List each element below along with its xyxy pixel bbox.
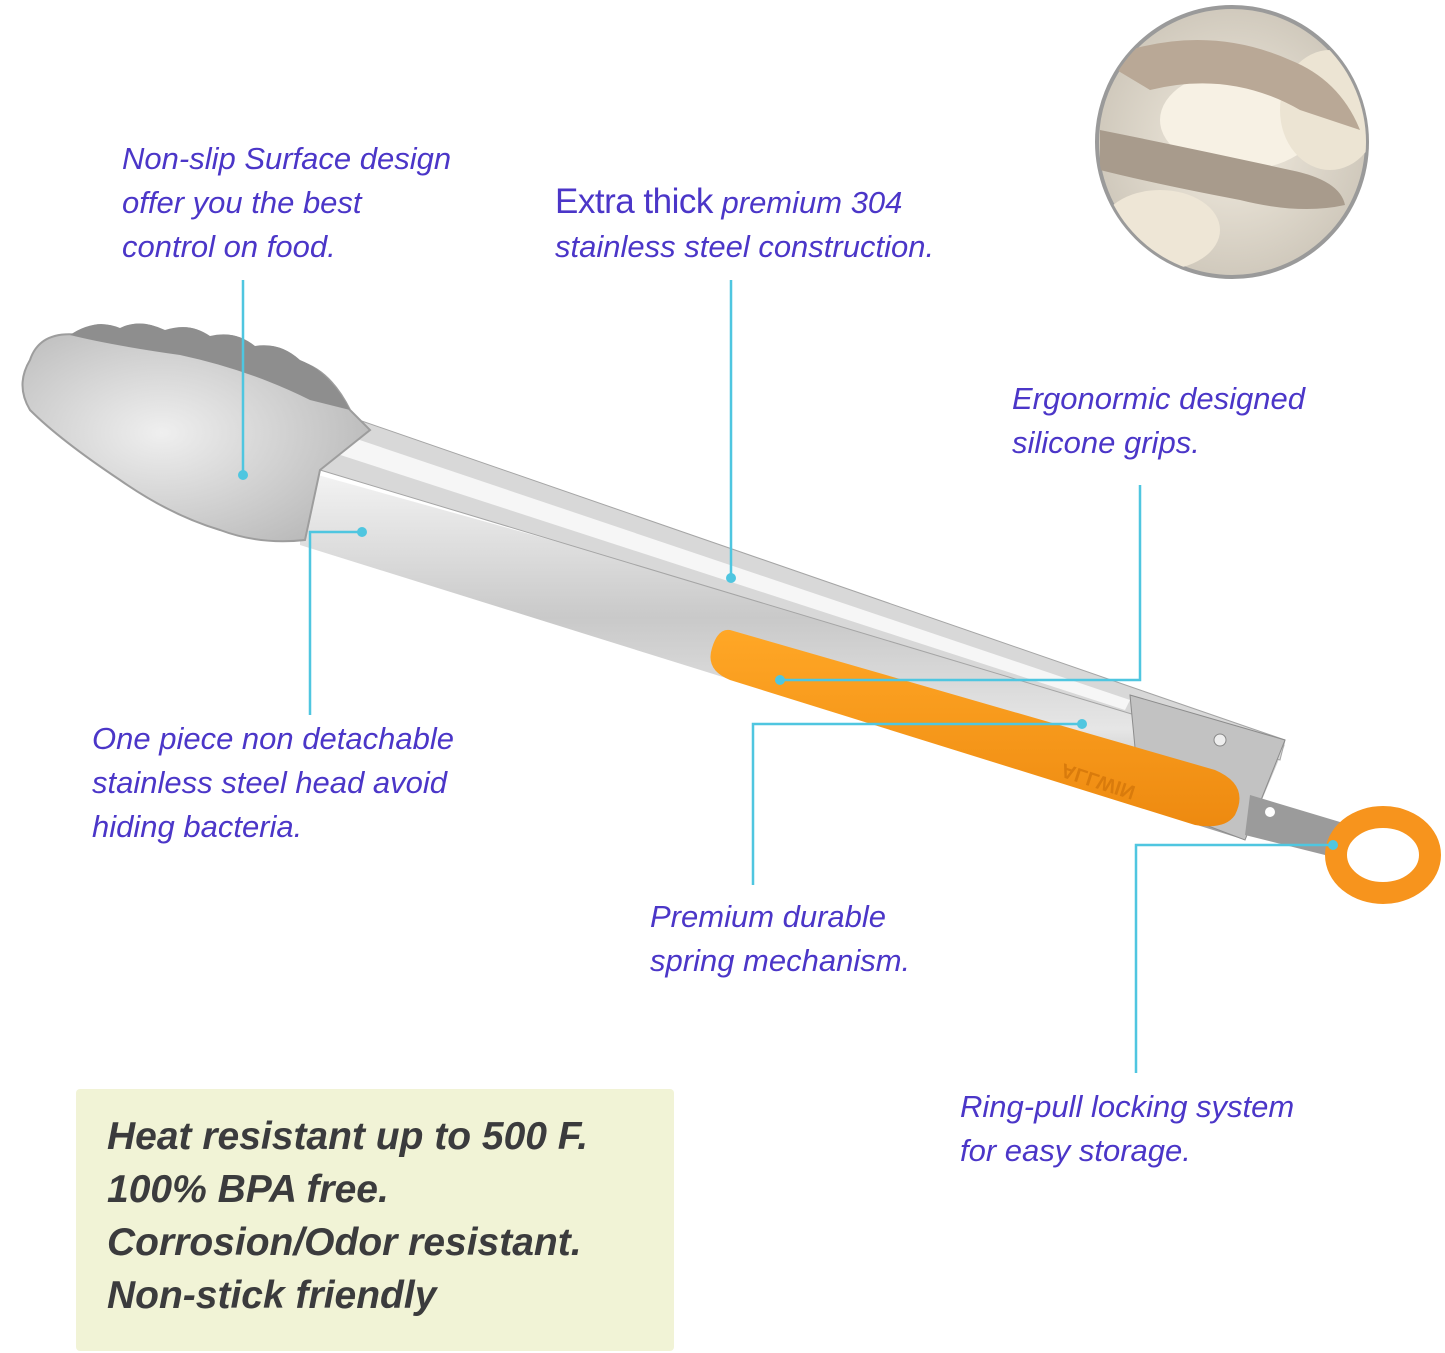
feature-line: Heat resistant up to 500 F.: [107, 1115, 589, 1158]
callout-ring-pull: Ring-pull locking system for easy storag…: [960, 1085, 1294, 1173]
leader-dot: [1077, 719, 1087, 729]
ring-pull: [1325, 806, 1441, 904]
callout-ergonomic: Ergonormic designed silicone grips.: [1012, 377, 1305, 465]
callout-line: One piece non detachable: [92, 721, 454, 756]
callout-line: hiding bacteria.: [92, 809, 303, 844]
feature-line: 100% BPA free.: [107, 1168, 389, 1211]
feature-line: Corrosion/Odor resistant.: [107, 1221, 582, 1264]
callout-line: Ergonormic designed: [1012, 381, 1305, 416]
leader-ergonomic: [780, 485, 1142, 682]
features-box: Heat resistant up to 500 F. 100% BPA fre…: [76, 1089, 674, 1351]
callout-spring: Premium durable spring mechanism.: [650, 895, 910, 983]
callout-line: stainless steel construction.: [555, 229, 935, 264]
callout-line: stainless steel head avoid: [92, 765, 448, 800]
callout-one-piece: One piece non detachable stainless steel…: [92, 717, 454, 849]
callout-extra-thick: Extra thick premium 304 stainless steel …: [555, 180, 934, 269]
callout-line: Non-slip Surface design: [122, 141, 452, 176]
leader-dot: [726, 573, 736, 583]
leader-dot: [775, 675, 785, 685]
callout-line: Premium durable: [650, 899, 887, 934]
leader-dot: [357, 527, 367, 537]
feature-line: Non-stick friendly: [107, 1274, 437, 1317]
leader-spring: [751, 722, 1082, 885]
callout-line: premium 304: [712, 185, 903, 220]
callout-emphasis: Extra thick: [555, 182, 713, 221]
leader-dot: [1328, 840, 1338, 850]
callout-line: Ring-pull locking system: [960, 1089, 1295, 1124]
callout-line: offer you the best: [122, 185, 362, 220]
callout-line: spring mechanism.: [650, 943, 911, 978]
leader-one-piece: [308, 530, 362, 715]
callout-line: silicone grips.: [1012, 425, 1200, 460]
leader-lines: [241, 280, 1333, 1073]
callout-line: for easy storage.: [960, 1133, 1191, 1168]
leader-ring-pull: [1134, 843, 1333, 1073]
leader-dot: [238, 470, 248, 480]
closeup-inset: [1095, 5, 1369, 279]
callout-line: control on food.: [122, 229, 336, 264]
callout-non-slip: Non-slip Surface design offer you the be…: [122, 137, 451, 269]
